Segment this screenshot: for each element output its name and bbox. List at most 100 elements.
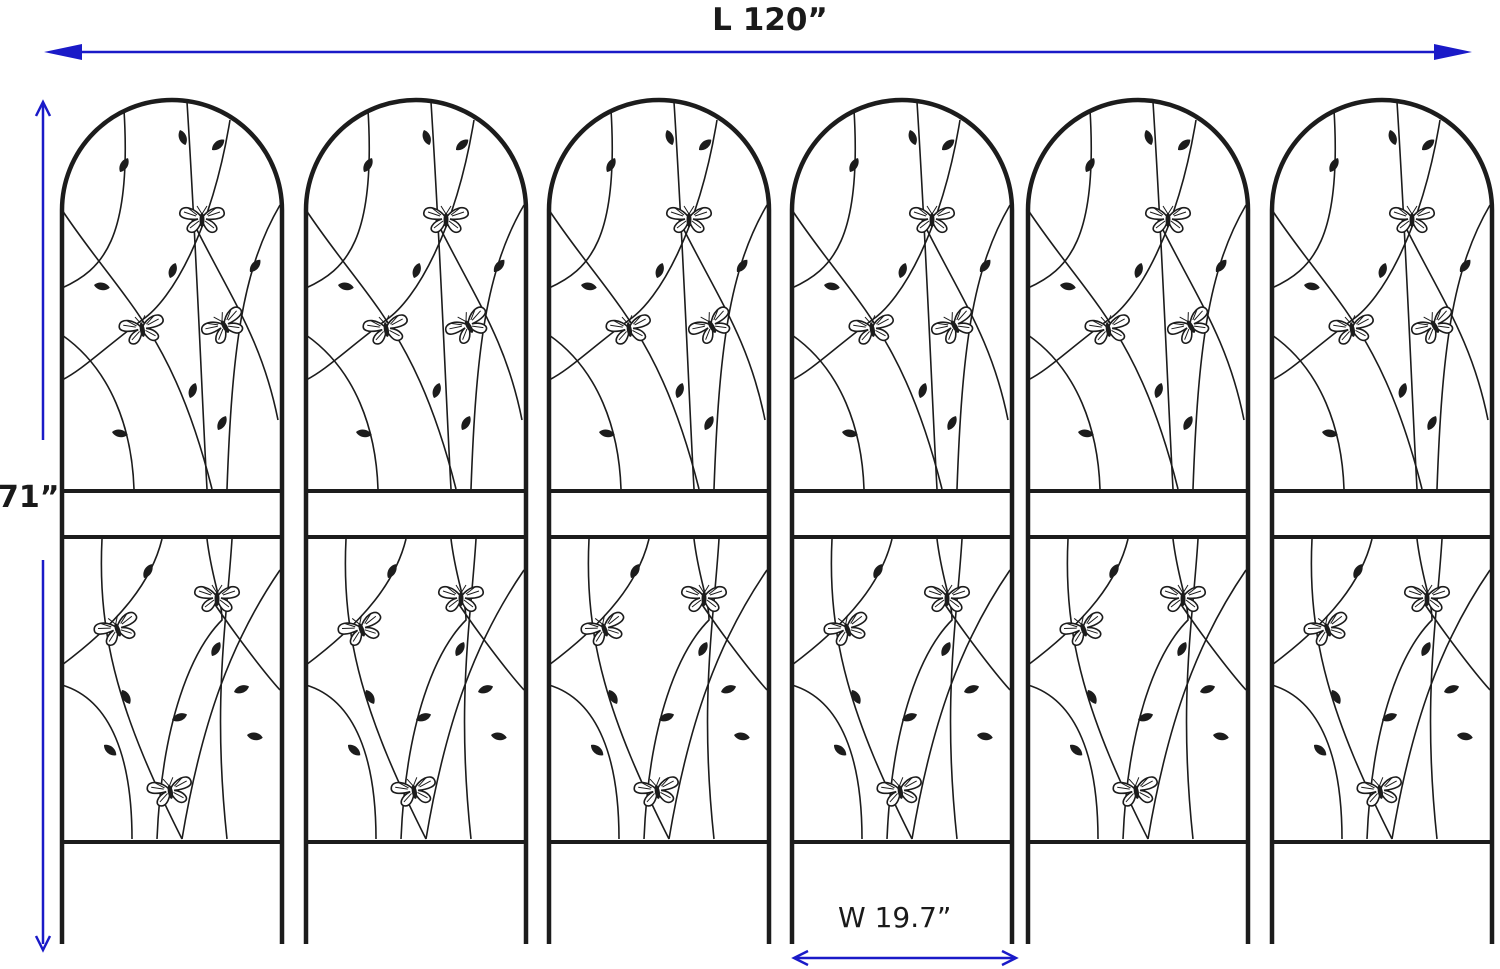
vine-line — [1401, 219, 1489, 421]
leaf-icon — [458, 414, 474, 432]
leaf-icon — [101, 742, 119, 759]
length-dimension-arrow — [44, 44, 1472, 60]
vine-line — [668, 569, 768, 840]
leaf-icon — [1152, 381, 1165, 400]
butterfly-icon — [1083, 311, 1134, 347]
vine-line — [463, 538, 477, 840]
leaf-icon — [916, 381, 929, 400]
vine-line — [305, 684, 377, 840]
leaf-icon — [588, 742, 606, 759]
panel-frame — [546, 97, 772, 944]
butterfly-icon — [847, 311, 898, 347]
vine-line — [181, 569, 281, 840]
leaf-icon — [186, 381, 199, 400]
dimension-annotations — [34, 44, 1472, 967]
leaf-icon — [701, 414, 717, 432]
leaf-icon — [1424, 414, 1440, 432]
vine-line — [1391, 569, 1491, 840]
vine-line — [211, 599, 281, 691]
width-dimension-arrow — [791, 949, 1019, 967]
vine-line — [1271, 209, 1423, 490]
vine-line — [1366, 538, 1433, 840]
vine-line — [435, 219, 523, 421]
panel-frame — [59, 97, 285, 944]
vine-line — [886, 538, 953, 840]
vine-line — [156, 538, 223, 840]
vine-line — [305, 109, 371, 289]
butterfly-icon — [821, 608, 874, 650]
vine-line — [916, 101, 938, 490]
leaf-icon — [1418, 640, 1434, 658]
vine-line — [1027, 538, 1129, 666]
leaf-icon — [490, 731, 508, 742]
panel-4 — [789, 97, 1015, 944]
vine-line — [949, 538, 963, 840]
vine-line — [548, 684, 620, 840]
vine-line — [1027, 684, 1099, 840]
vine-line — [1027, 119, 1197, 381]
butterfly-icon — [1327, 311, 1378, 347]
leaf-icon — [823, 281, 841, 292]
panel-frame — [1269, 97, 1495, 944]
height-dimension-label: 71” — [0, 480, 60, 515]
vine-line — [643, 538, 710, 840]
butterfly-icon — [117, 311, 168, 347]
leaf-icon — [166, 261, 179, 280]
vine-line — [1396, 101, 1418, 490]
vine-line — [1271, 684, 1343, 840]
vine-line — [791, 209, 943, 490]
panel-3 — [546, 97, 772, 944]
vine-line — [911, 569, 1011, 840]
vine-line — [1027, 109, 1093, 289]
vine-line — [548, 119, 718, 381]
vine-line — [1027, 209, 1179, 490]
leaf-icon — [232, 683, 251, 696]
length-dimension-label: L 120” — [712, 2, 828, 38]
panel-frame — [303, 97, 529, 944]
butterfly-icon — [335, 608, 388, 650]
butterfly-icon — [91, 608, 144, 650]
vine-line — [548, 538, 650, 666]
vine-line — [61, 209, 213, 490]
leaf-icon — [452, 640, 468, 658]
leaf-icon — [93, 281, 111, 292]
leaf-icon — [1059, 281, 1077, 292]
leaf-icon — [1132, 261, 1145, 280]
vine-line — [305, 209, 457, 490]
vine-line — [1157, 219, 1245, 421]
vine-line — [791, 334, 865, 490]
leaf-icon — [337, 281, 355, 292]
leaf-icon — [976, 731, 994, 742]
vine-line — [191, 219, 279, 421]
leaf-icon — [580, 281, 598, 292]
butterfly-icon — [604, 311, 655, 347]
vine-line — [61, 684, 133, 840]
leaf-icon — [1142, 128, 1155, 147]
vine-line — [61, 538, 163, 666]
vine-line — [1185, 538, 1199, 840]
vine-line — [1429, 538, 1443, 840]
leaf-icon — [663, 128, 676, 147]
vine-line — [548, 334, 622, 490]
leaf-icon — [733, 731, 751, 742]
width-dimension-label: W 19.7” — [838, 901, 952, 934]
vine-line — [400, 538, 467, 840]
leaf-icon — [848, 688, 864, 706]
leaf-icon — [214, 414, 230, 432]
leaf-icon — [906, 128, 919, 147]
leaf-icon — [1396, 381, 1409, 400]
leaf-icon — [673, 381, 686, 400]
vine-line — [1177, 599, 1247, 691]
vine-line — [226, 204, 281, 490]
panel-5 — [1025, 97, 1251, 944]
vine-line — [470, 204, 525, 490]
vine-line — [305, 119, 475, 381]
leaf-icon — [653, 261, 666, 280]
leaf-icon — [1456, 731, 1474, 742]
vine-line — [941, 599, 1011, 691]
leaf-icon — [1198, 683, 1217, 696]
leaf-icon — [695, 640, 711, 658]
leaf-icon — [1084, 688, 1100, 706]
leaf-icon — [1180, 414, 1196, 432]
vine-line — [1192, 204, 1247, 490]
